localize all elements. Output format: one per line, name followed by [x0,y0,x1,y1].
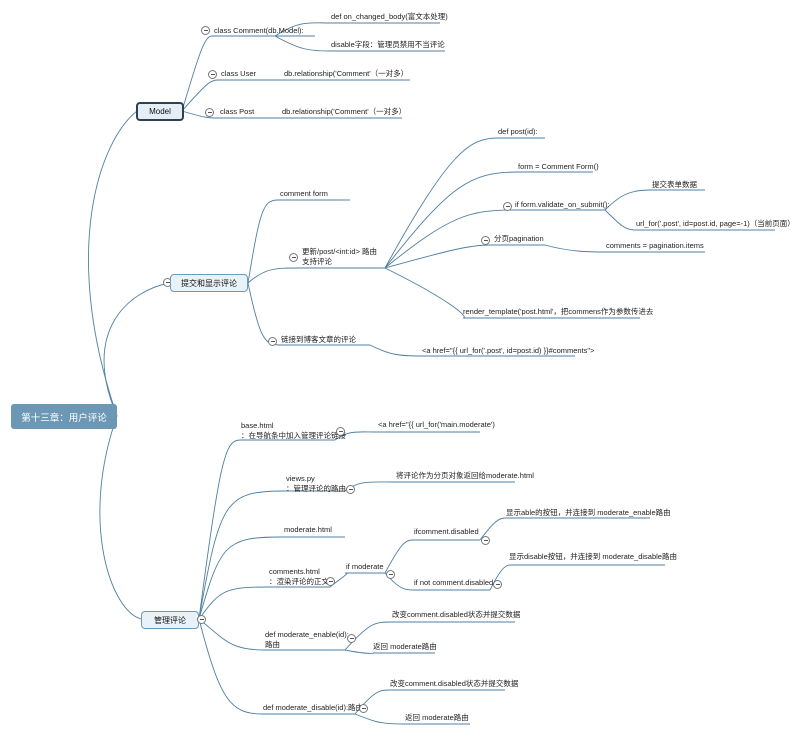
post-class-node[interactable]: class Post [220,107,255,116]
render-template-node[interactable]: render_template('post.html'，把commens作为参数… [463,307,654,316]
enable-change-node[interactable]: 改变comment.disabled状态并提交数据 [392,610,521,619]
user-class-node[interactable]: class User [221,69,257,78]
root-topic-label: 第十三章：用户评论 [21,412,107,424]
post-relationship-node[interactable]: db.relationship('Comment'（一对多） [282,107,407,116]
moderate-enable-line1[interactable]: def moderate_enable(id): [265,630,349,639]
manage-comments-label: 管理评论 [154,615,186,625]
validate-node[interactable]: if form.validate_on_submit(): [515,200,610,209]
post-route-line2[interactable]: 支持评论 [302,257,332,266]
manage-comments-node[interactable]: 管理评论 [141,611,199,629]
post-route-line1[interactable]: 更新/post/<int:id> 路由 [302,247,378,256]
root-topic[interactable]: 第十三章：用户评论 [11,404,117,429]
def-post-node[interactable]: def post(id): [498,127,538,136]
collapse-icon[interactable] [481,536,490,545]
collapse-icon[interactable] [201,26,210,35]
enable-return-node[interactable]: 返回 moderate路由 [373,642,437,651]
disable-change-node[interactable]: 改变comment.disabled状态并提交数据 [390,679,519,688]
collapse-icon[interactable] [347,634,356,643]
collapse-icon[interactable] [503,202,512,211]
comments-html-line1[interactable]: comments.html [269,567,320,576]
if-disabled-node[interactable]: ifcomment.disabled [414,527,479,536]
if-not-disabled-node[interactable]: if not comment.disabled [414,578,494,587]
collapse-icon[interactable] [493,580,502,589]
model-node-label: Model [149,107,171,116]
comment-form-node[interactable]: comment form [280,189,328,198]
show-enable-node[interactable]: 显示able的按钮，并连接到 moderate_enable路由 [506,508,671,517]
comment-class-node[interactable]: class Comment(db.Model): [214,26,304,35]
base-html-line1[interactable]: base.html [241,421,274,430]
pagination-node[interactable]: 分页pagination [494,234,544,243]
collapse-icon[interactable] [336,427,345,436]
show-disable-node[interactable]: 显示disable按钮，并连接到 moderate_disable路由 [509,552,677,561]
link-to-comments-node[interactable]: 链接到博客文章的评论 [281,335,356,344]
comment-disable-node[interactable]: disable字段：管理员禁用不当评论 [331,40,445,49]
moderate-html-node[interactable]: moderate.html [284,525,332,534]
views-py-line1[interactable]: views.py [286,474,315,483]
form-create-node[interactable]: form = Comment Form() [518,162,599,171]
collapse-icon[interactable] [205,108,214,117]
pagination-items-node[interactable]: comments = pagination.items [606,241,704,250]
comments-html-line2[interactable]: ：渲染评论的正文 [269,577,329,586]
collapse-icon[interactable] [481,236,490,245]
views-detail-node[interactable]: 将评论作为分页对象返回给moderate.html [396,471,534,480]
base-href-node[interactable]: <a href="{{ url_for('main.moderate') [378,420,495,429]
collapse-icon[interactable] [197,615,206,624]
submit-data-node[interactable]: 提交表单数据 [652,180,697,189]
moderate-enable-line2[interactable]: 路由 [265,640,280,649]
model-node[interactable]: Model [136,102,184,121]
user-relationship-node[interactable]: db.relationship('Comment'（一对多） [284,69,409,78]
moderate-disable-node[interactable]: def moderate_disable(id):路由 [263,703,364,712]
collapse-icon[interactable] [359,704,368,713]
if-moderate-node[interactable]: if moderate [346,562,384,571]
submit-display-label: 提交和显示评论 [181,278,237,288]
collapse-icon[interactable] [289,253,298,262]
url-for-redirect-node[interactable]: url_for('.post', id=post.id, page=-1)（当前… [636,219,795,228]
collapse-icon[interactable] [386,570,395,579]
submit-display-node[interactable]: 提交和显示评论 [170,274,248,292]
base-html-line2[interactable]: ：在导航条中加入管理评论链接 [241,431,346,440]
collapse-icon[interactable] [208,70,217,79]
comment-on-changed-node[interactable]: def on_changed_body(富文本处理) [331,12,448,21]
link-href-node[interactable]: <a href="{{ url_for('.post', id=post.id)… [422,346,595,355]
collapse-icon[interactable] [346,485,355,494]
collapse-icon[interactable] [326,577,335,586]
collapse-icon[interactable] [268,337,277,346]
views-py-line2[interactable]: ：管理评论的路由 [286,484,346,493]
disable-return-node[interactable]: 返回 moderate路由 [405,713,469,722]
